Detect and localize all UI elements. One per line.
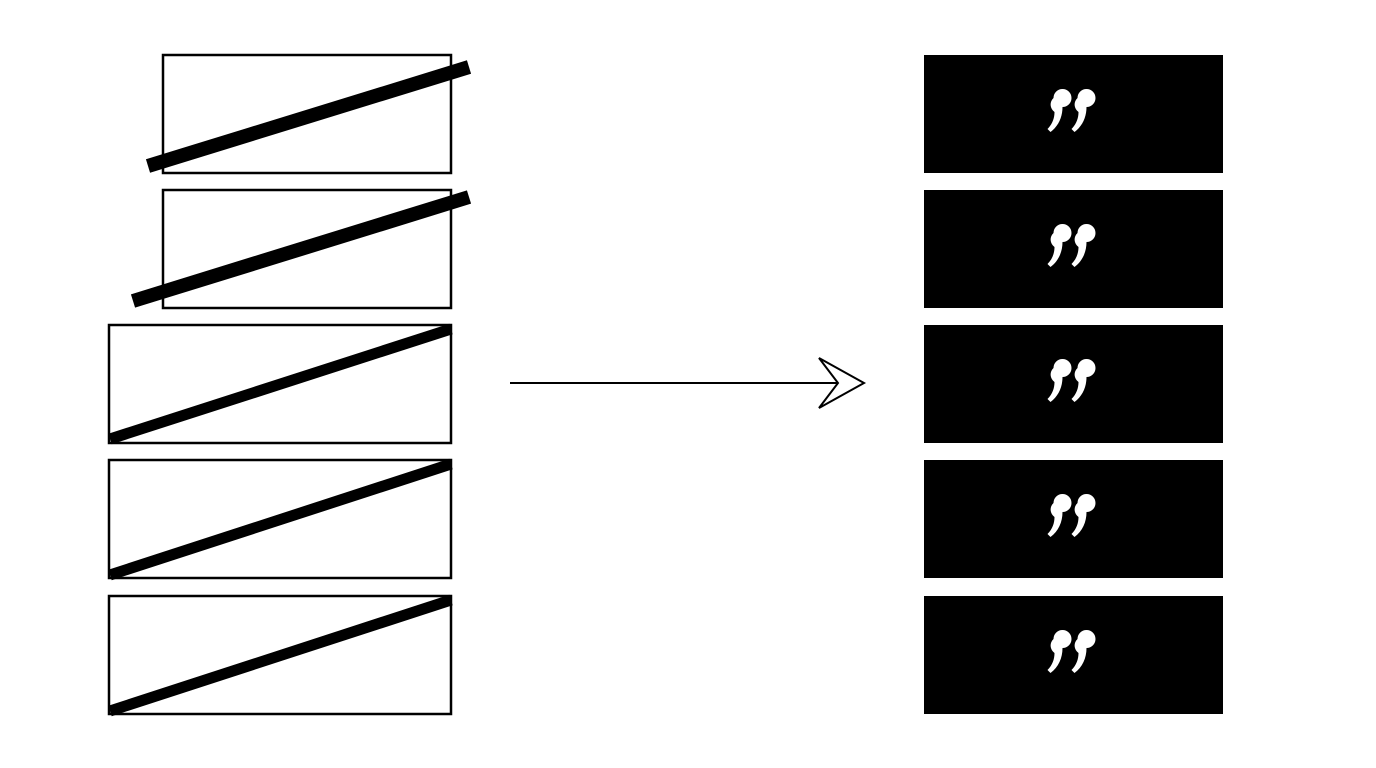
crossed-frame: [107, 458, 453, 581]
closing-quote-icon: [1047, 494, 1096, 537]
quote-cards-column: [924, 55, 1223, 714]
quote-card-background: [924, 325, 1223, 443]
quote-card: [924, 325, 1223, 443]
quote-card: [924, 460, 1223, 578]
closing-quote-icon: [1047, 359, 1096, 402]
quote-stroke: [1047, 630, 1072, 673]
quote-card: [924, 55, 1223, 173]
strike-slash: [130, 190, 472, 308]
quote-card-background: [924, 460, 1223, 578]
quote-card-background: [924, 190, 1223, 308]
quote-card: [924, 596, 1223, 714]
quote-stroke: [1071, 494, 1096, 537]
quote-stroke: [1047, 224, 1072, 267]
quote-stroke: [1047, 89, 1072, 132]
crossed-frame: [145, 53, 472, 175]
quote-stroke: [1071, 630, 1096, 673]
crossed-frame: [130, 188, 472, 310]
quote-stroke: [1071, 224, 1096, 267]
quote-card: [924, 190, 1223, 308]
closing-quote-icon: [1047, 224, 1096, 267]
strike-slash: [108, 594, 453, 717]
strike-slash: [108, 458, 453, 581]
quote-card-background: [924, 596, 1223, 714]
quote-stroke: [1047, 494, 1072, 537]
crossed-frames-column: [107, 53, 472, 717]
strike-slash: [108, 323, 453, 445]
crossed-frame: [107, 594, 453, 717]
closing-quote-icon: [1047, 630, 1096, 673]
strike-slash: [145, 60, 472, 173]
crossed-frame: [107, 323, 453, 445]
quote-stroke: [1071, 89, 1096, 132]
quote-stroke: [1047, 359, 1072, 402]
quote-card-background: [924, 55, 1223, 173]
right-arrow-icon: [818, 357, 867, 409]
quote-stroke: [1071, 359, 1096, 402]
transition-arrow: [510, 357, 867, 409]
closing-quote-icon: [1047, 89, 1096, 132]
